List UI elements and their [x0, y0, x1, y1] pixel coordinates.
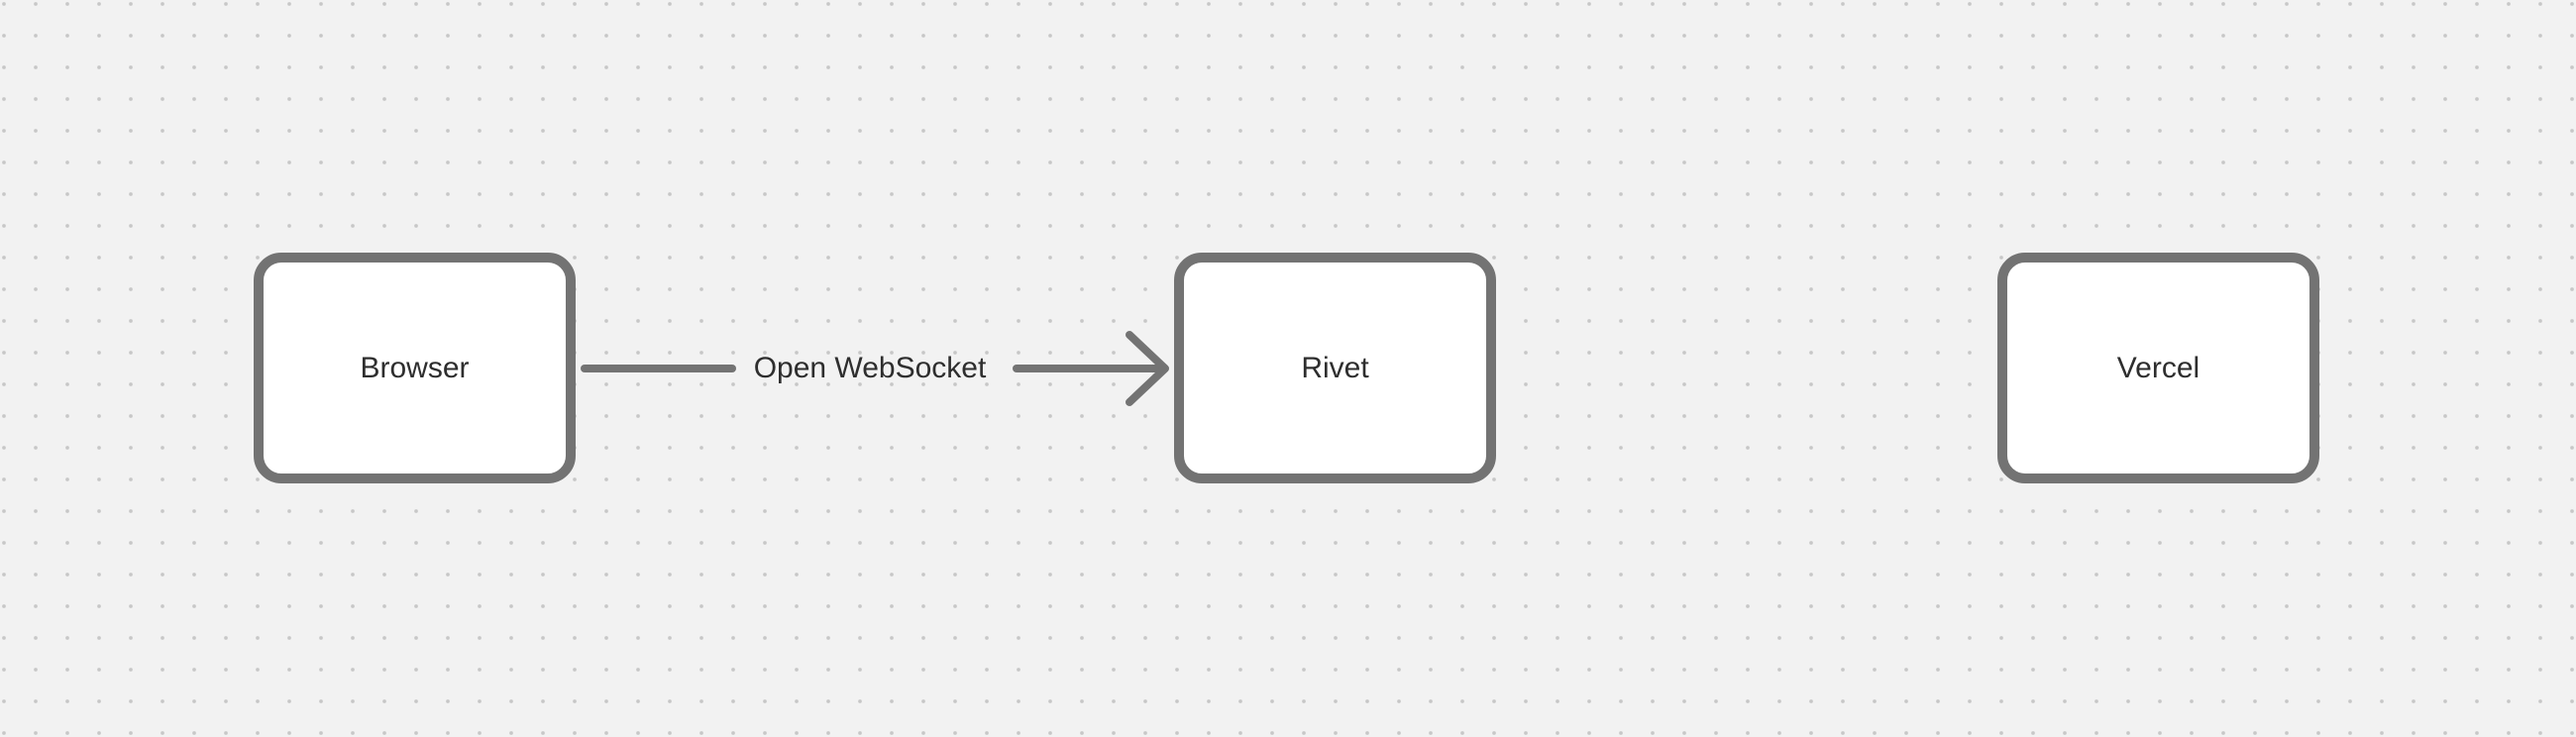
node-browser[interactable]: Browser [254, 253, 576, 483]
edge-label-text: Open WebSocket [753, 352, 987, 384]
node-browser-label: Browser [360, 351, 470, 384]
arrowhead-icon [1126, 331, 1169, 406]
node-rivet-label: Rivet [1301, 351, 1369, 384]
node-rivet[interactable]: Rivet [1174, 253, 1496, 483]
edge-label-open-websocket[interactable]: Open WebSocket [754, 351, 987, 386]
node-vercel[interactable]: Vercel [1997, 253, 2319, 483]
node-vercel-label: Vercel [2116, 351, 2200, 384]
arrow-browser-to-rivet[interactable] [581, 331, 1169, 406]
